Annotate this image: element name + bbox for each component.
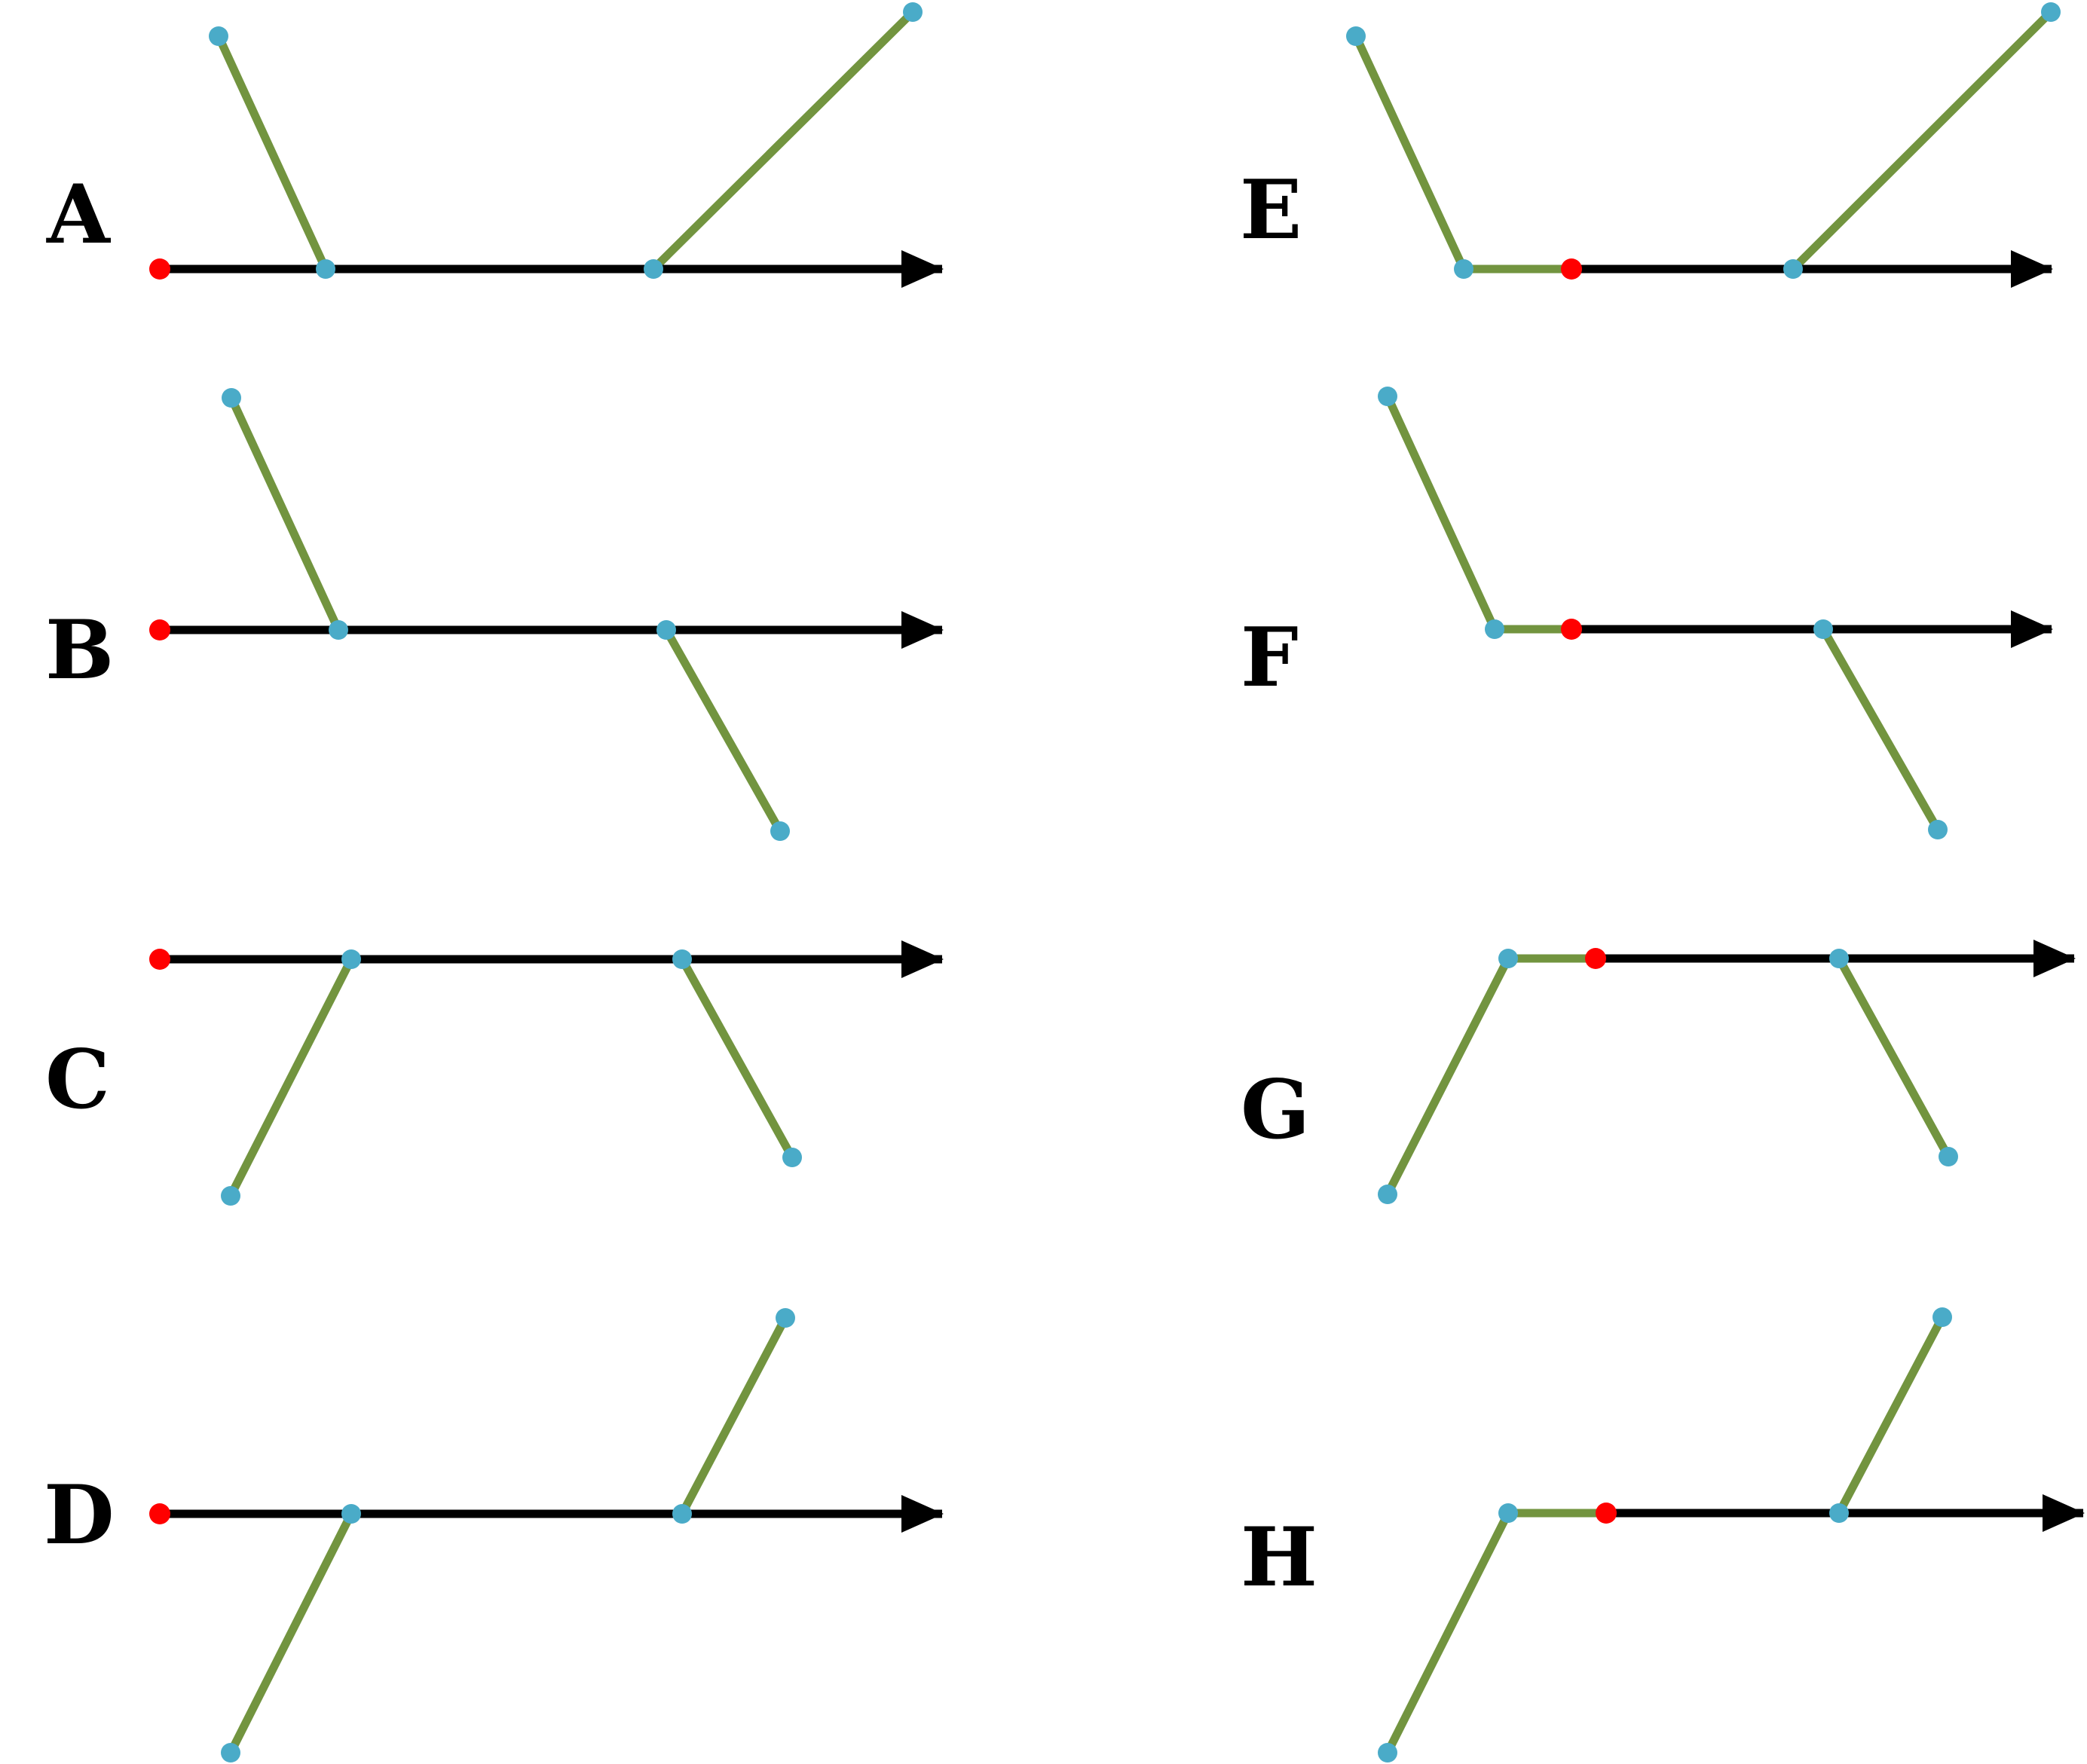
branch-upper-left	[1352, 34, 1467, 271]
origin-point	[149, 949, 170, 970]
panel-label: D	[44, 1468, 115, 1563]
origin-point	[1561, 258, 1582, 280]
panel-e: E	[1240, 2, 2061, 288]
branch-node	[341, 1504, 361, 1524]
panel-label: A	[46, 167, 112, 262]
panel-label: F	[1241, 610, 1299, 705]
branch-upper-right	[650, 9, 916, 272]
panel-c: C	[45, 940, 944, 1206]
branch-node	[656, 620, 676, 640]
branch-tip	[1378, 1185, 1397, 1204]
branch-tip	[222, 388, 241, 408]
branch-lower-right	[1819, 627, 1942, 832]
branch-tip	[770, 821, 790, 841]
branch-tip	[1928, 820, 1948, 839]
branch-node	[1454, 259, 1473, 279]
branch-lower-left	[1384, 1511, 1512, 1755]
panel-b: B	[45, 388, 944, 841]
branch-node	[1829, 1503, 1849, 1523]
origin-point	[149, 619, 170, 640]
panel-label: B	[45, 603, 114, 698]
branch-lower-right	[1835, 956, 1952, 1159]
branch-upper-left	[1384, 394, 1498, 631]
branch-upper-left	[215, 34, 329, 271]
branch-upper-right	[678, 1316, 789, 1516]
panel-label: E	[1240, 163, 1302, 258]
branch-node	[672, 1504, 692, 1524]
origin-point	[1596, 1503, 1617, 1524]
branch-node	[1485, 619, 1504, 639]
panel-g: G	[1241, 940, 2076, 1204]
branch-tip	[776, 1308, 795, 1328]
panel-label: H	[1241, 1510, 1317, 1605]
panel-label: G	[1241, 1062, 1310, 1157]
branch-tip	[2041, 2, 2061, 22]
origin-point	[149, 258, 170, 280]
branch-lower-left	[227, 957, 355, 1198]
branch-upper-left	[228, 396, 342, 632]
branch-node	[1829, 949, 1849, 968]
branch-upper-right	[1790, 9, 2054, 272]
branch-node	[316, 259, 335, 279]
branch-lower-left	[227, 1512, 355, 1755]
branch-tip	[1939, 1147, 1958, 1166]
branch-tip	[903, 2, 923, 22]
branch-tip	[1932, 1307, 1952, 1327]
panel-a: A	[46, 2, 944, 288]
panel-label: C	[45, 1032, 110, 1127]
branch-tip	[1378, 1743, 1397, 1762]
branch-node	[1813, 619, 1833, 639]
branch-node	[1498, 1503, 1518, 1523]
branch-lower-left	[1384, 956, 1512, 1197]
branch-node	[1783, 259, 1803, 279]
branch-node	[341, 949, 361, 969]
branch-node	[644, 259, 663, 279]
branch-lower-right	[678, 957, 796, 1160]
origin-point	[1561, 619, 1582, 640]
panel-h: H	[1241, 1307, 2085, 1762]
branch-node	[329, 620, 348, 640]
origin-point	[149, 1503, 170, 1524]
branch-tip	[1346, 26, 1366, 46]
panel-f: F	[1241, 387, 2053, 839]
branch-tip	[782, 1148, 802, 1167]
branch-tip	[1378, 387, 1397, 406]
origin-point	[1585, 948, 1606, 969]
branch-tip	[209, 26, 228, 46]
branch-upper-right	[1835, 1315, 1946, 1515]
branch-node	[672, 949, 692, 969]
panel-d: D	[44, 1308, 944, 1762]
branch-tip	[221, 1743, 240, 1762]
branch-node	[1498, 949, 1518, 968]
branch-lower-right	[663, 628, 784, 833]
branch-tip	[221, 1186, 240, 1206]
